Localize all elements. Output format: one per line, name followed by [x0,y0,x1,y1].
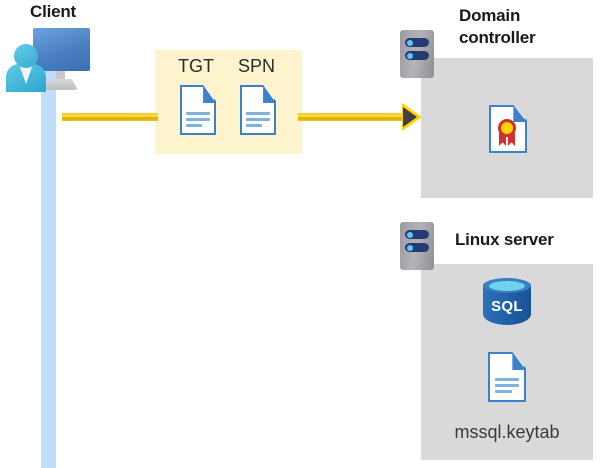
monitor-base-icon [44,79,78,90]
linux-server-icon [400,222,434,270]
server-bay-top [405,38,429,47]
sql-database-icon: SQL [483,278,531,330]
tgt-document-icon [180,85,216,135]
monitor-neck-icon [56,71,65,79]
server-led-icon [407,39,413,46]
certificate-seal-group [489,105,527,153]
flow-arrow-segment-left [62,113,158,121]
certificate-seal-icon [498,119,516,137]
sql-label: SQL [491,298,523,315]
sql-cylinder-top [489,281,525,291]
person-head-icon [14,44,38,68]
linux-server-label: Linux server [455,230,554,249]
certificate-ribbon-left [499,133,506,146]
server-led-icon [407,231,413,238]
server-bay-bottom [405,243,429,252]
user-workstation-icon [6,28,92,92]
domain-controller-label-line2: controller [459,28,536,47]
spn-document-icon [240,85,276,135]
keytab-filename-label: mssql.keytab [454,422,560,442]
ticket-group-box [155,50,302,154]
server-led-icon [407,52,413,59]
client-lifeline [41,62,56,468]
server-bay-bottom [405,51,429,60]
client-label: Client [30,2,77,21]
monitor-screen-icon [33,28,90,71]
keytab-document-icon [488,352,526,402]
tgt-label: TGT [178,56,214,76]
server-led-icon [407,244,413,251]
domain-controller-label-line1: Domain [459,6,521,25]
flow-arrow-segment-right [298,113,406,121]
certificate-ribbon-right [508,133,515,146]
domain-controller-server-icon [400,30,434,78]
spn-label: SPN [238,56,276,76]
server-bay-top [405,230,429,239]
flow-arrow-head-inner [403,107,417,127]
